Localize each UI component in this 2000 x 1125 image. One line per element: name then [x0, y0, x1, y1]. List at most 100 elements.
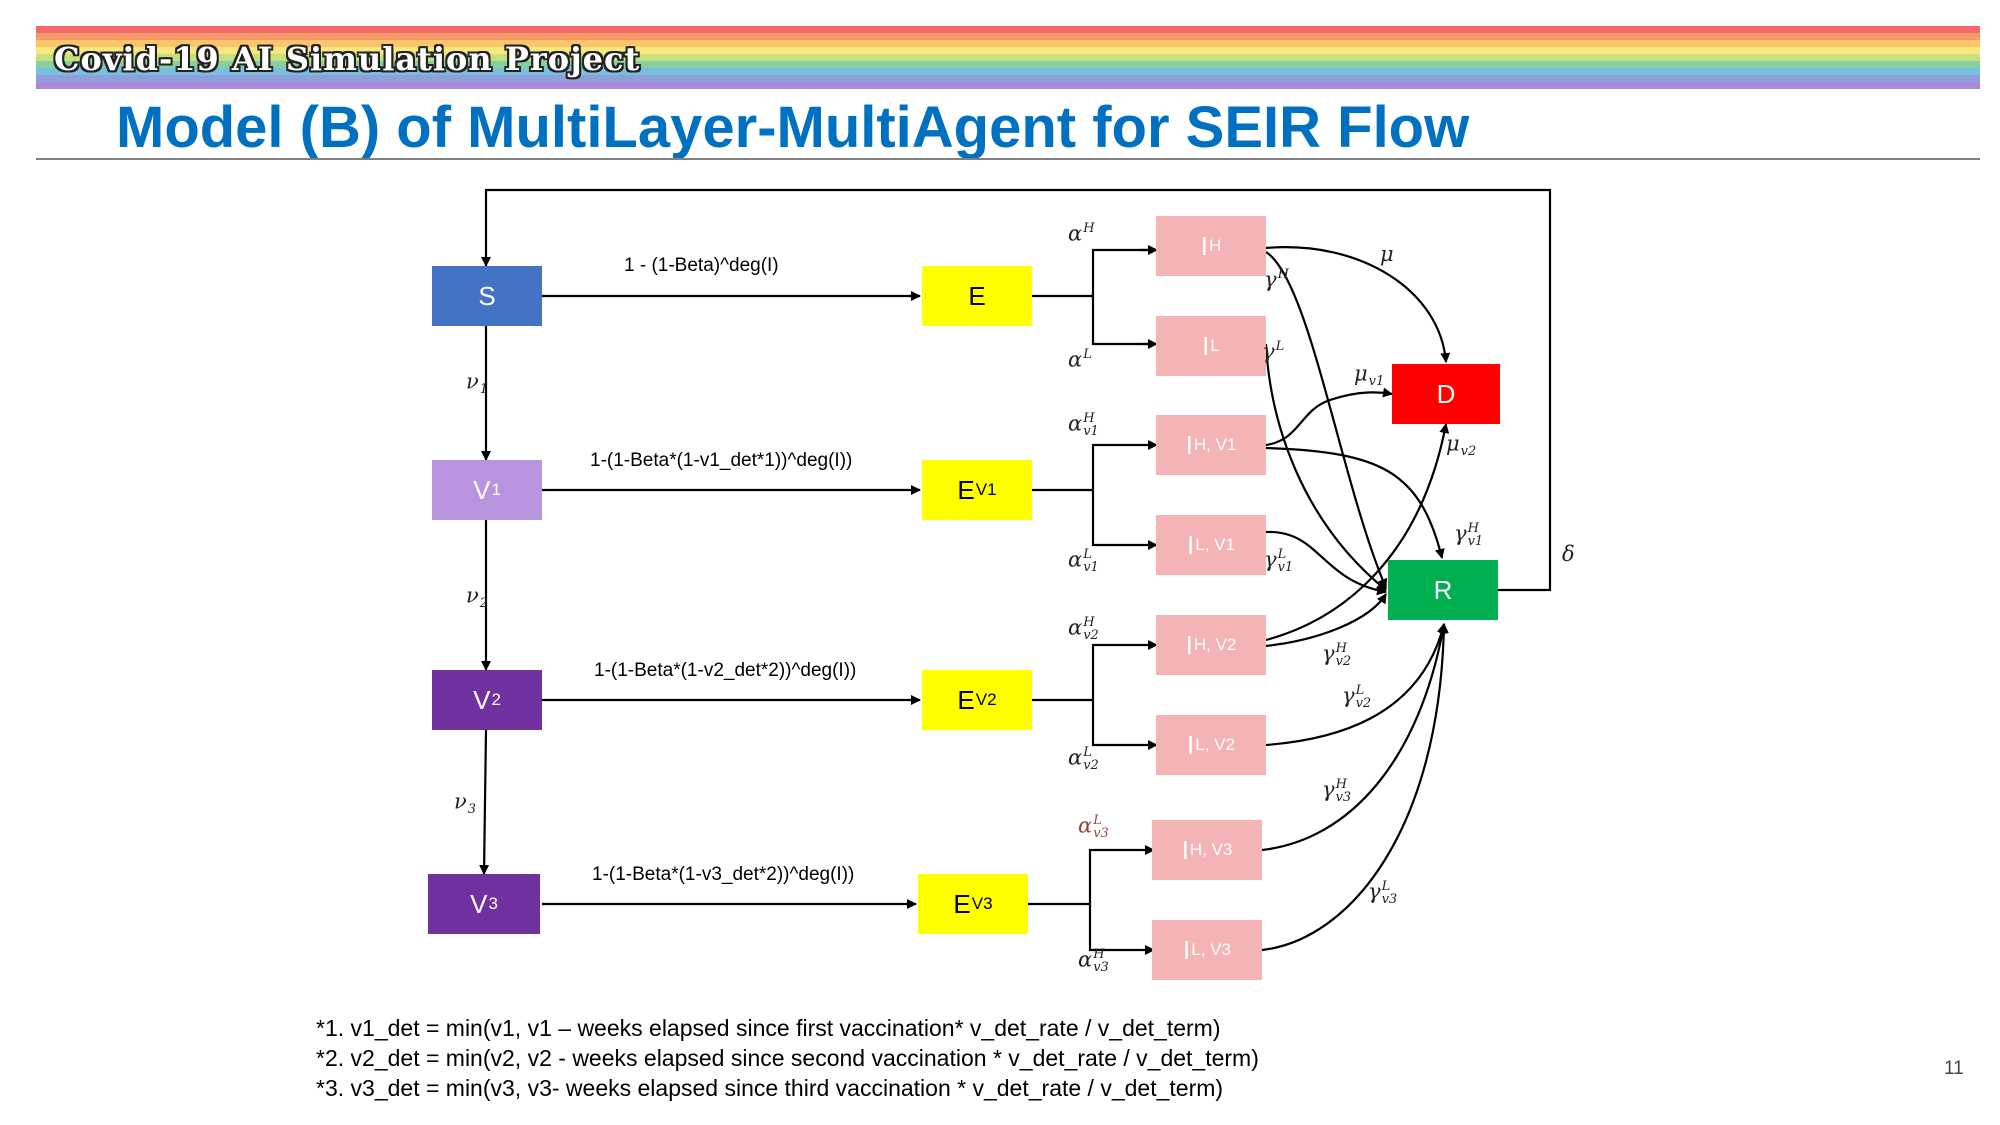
node-v3-label: V: [470, 888, 488, 919]
edge-ihv1-to-d: [1265, 387, 1393, 447]
slide-title: Model (B) of MultiLayer-MultiAgent for S…: [116, 95, 1470, 160]
param-symbol: α: [1068, 347, 1083, 372]
param-subscript: v2: [1460, 444, 1477, 459]
footnotes: *1. v1_det = min(v1, v1 – weeks elapsed …: [316, 1013, 1259, 1103]
node-dead: D: [1392, 364, 1500, 424]
node-ev2-label: E: [957, 684, 975, 715]
edge-ev2-to-i: [1032, 643, 1140, 747]
param-superscript: L: [1093, 813, 1102, 828]
footnote-3: *3. v3_det = min(v3, v3- weeks elapsed s…: [316, 1075, 1224, 1101]
edge-e-to-i: [1032, 248, 1156, 346]
node-ihv2-label: I: [1185, 629, 1193, 660]
param-subscript: [1083, 235, 1094, 248]
param-symbol: α: [1078, 813, 1093, 838]
param-symbol: μ: [1354, 361, 1368, 386]
banner-stripe: [36, 82, 1980, 89]
param-mu-v2: μ v2: [1446, 432, 1476, 458]
node-v1-sub: 1: [491, 480, 501, 499]
banner-stripe: [36, 75, 1980, 82]
param-symbol: γ: [1342, 683, 1355, 708]
rate-s-to-e: 1 - (1-Beta)^deg(I): [624, 255, 779, 276]
param-symbol: γ: [1262, 339, 1275, 364]
param-symbol: γ: [1454, 521, 1467, 546]
node-dead-label: D: [1436, 378, 1456, 409]
node-ihv3-sub: H, V3: [1189, 840, 1233, 859]
param-symbol: γ: [1264, 267, 1277, 292]
param-subscript: v3: [1093, 960, 1109, 975]
banner-stripe: [36, 26, 1980, 33]
param-symbol: α: [1068, 411, 1083, 436]
param-symbol: γ: [1322, 777, 1335, 802]
param-superscript: L: [1277, 547, 1287, 562]
param-subscript: v2: [1083, 628, 1099, 643]
node-recovered: R: [1388, 560, 1498, 620]
rainbow-banner: [36, 26, 1980, 89]
node-v1-label: V: [473, 474, 491, 505]
rate-v1-to-ev1: 1-(1-Beta*(1-v1_det*1))^deg(I)): [590, 450, 853, 471]
param-superscript: H: [1335, 777, 1347, 792]
param-symbol: γ: [1264, 547, 1277, 572]
edge-ih-to-r: [1265, 251, 1388, 589]
edge-ilv1-to-r: [1265, 530, 1387, 596]
param-indices: H: [1278, 268, 1289, 294]
param-superscript: L: [1275, 339, 1285, 354]
banner-stripe: [36, 68, 1980, 75]
param-subscript: v2: [1355, 696, 1372, 711]
param-superscript: H: [1083, 411, 1095, 426]
project-title: Covid-19 AI Simulation Project: [54, 40, 641, 78]
param-subscript: v2: [1083, 758, 1099, 773]
param-subscript: v1: [1467, 534, 1484, 549]
param-subscript: v1: [1277, 560, 1294, 575]
edge-ihv3-to-r: [1261, 623, 1448, 852]
param-symbol: α: [1068, 615, 1083, 640]
param-subscript: 3: [467, 802, 477, 817]
param-symbol: α: [1068, 745, 1083, 770]
param-subscript: v1: [1368, 374, 1385, 389]
edge-ihv1-to-r: [1265, 446, 1445, 559]
param-nu2: ν 2: [466, 584, 488, 610]
param-indices: H: [1083, 222, 1094, 248]
param-subscript: [1083, 361, 1092, 374]
param-symbol: ν: [466, 369, 479, 394]
page-number: 11: [1944, 1058, 1964, 1079]
edge-ilv3-to-r: [1261, 623, 1449, 952]
param-subscript: v1: [1083, 424, 1099, 439]
param-subscript: 1: [479, 382, 489, 397]
param-symbol: γ: [1368, 879, 1381, 904]
node-v2-sub: 2: [491, 690, 501, 709]
node-ilv2-sub: L, V2: [1195, 735, 1235, 754]
edge-ihv2-to-r: [1265, 593, 1387, 648]
param-superscript: L: [1083, 547, 1092, 562]
param-subscript: 2: [479, 596, 489, 611]
param-superscript: H: [1093, 947, 1105, 962]
footnote-1: *1. v1_det = min(v1, v1 – weeks elapsed …: [316, 1015, 1221, 1041]
edge-ih-to-d: [1265, 246, 1451, 363]
param-superscript: H: [1277, 267, 1289, 282]
node-susceptible: S: [432, 266, 542, 326]
param-mu: μ: [1380, 244, 1394, 265]
